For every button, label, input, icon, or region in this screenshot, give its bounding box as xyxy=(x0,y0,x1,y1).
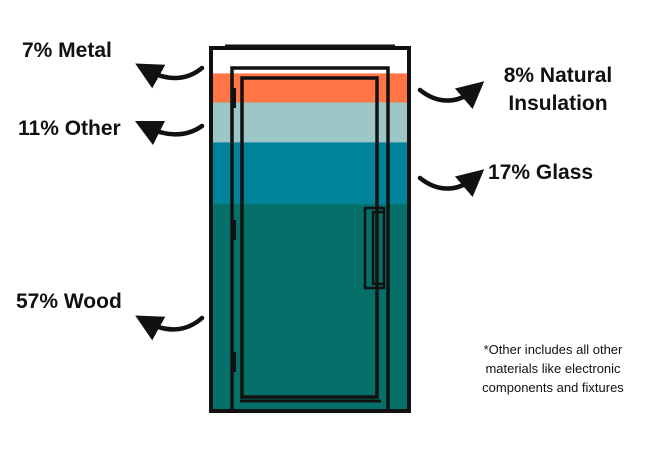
footnote: *Other includes all other materials like… xyxy=(482,342,624,395)
hinge-bottom xyxy=(231,352,236,372)
arrow-wood xyxy=(135,315,205,341)
label-other: 11% Other xyxy=(18,117,121,140)
arrow-metal xyxy=(135,63,205,89)
arrow-glass xyxy=(417,169,485,198)
door-inner-panel xyxy=(240,76,379,399)
label-natural-insulation: 8% Natural Insulation xyxy=(503,64,613,115)
label-glass: 17% Glass xyxy=(488,161,594,184)
segment-metal xyxy=(211,48,409,74)
arrow-natural-insulation xyxy=(417,81,485,110)
label-metal: 7% Metal xyxy=(22,39,112,62)
arrow-other xyxy=(134,120,205,146)
label-wood: 57% Wood xyxy=(16,290,122,313)
hinge-middle xyxy=(231,220,236,240)
door-handle xyxy=(363,206,386,290)
hinge-top xyxy=(231,88,236,108)
